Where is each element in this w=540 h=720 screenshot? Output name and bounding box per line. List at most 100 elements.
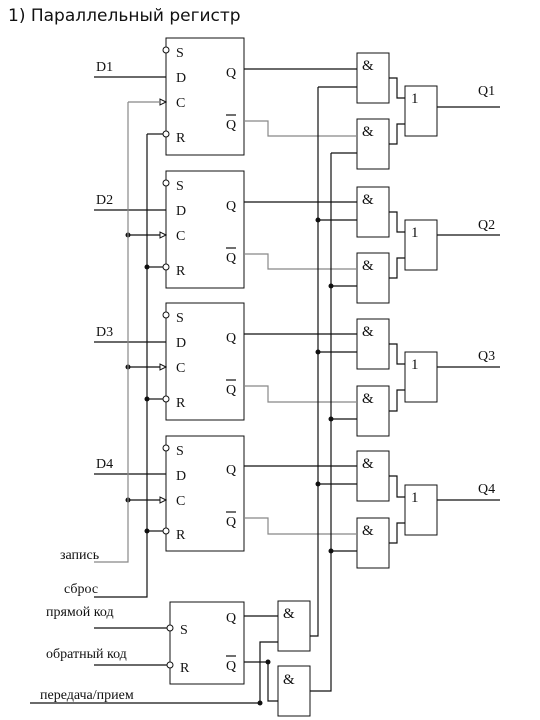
d-trigger-3 — [165, 302, 245, 421]
wire-and4a-to-or — [389, 475, 405, 498]
wire-nq4-to-and — [244, 517, 357, 535]
label-write: запись — [60, 548, 99, 563]
input-d1: D1 — [96, 60, 113, 75]
trigger-1-r-inversion — [162, 130, 170, 138]
trigger-2-c-pin: C — [176, 229, 185, 244]
trigger-4-d-pin: D — [176, 469, 186, 484]
trigger-4-c-pin: C — [176, 494, 185, 509]
and-gate-ctrl-1-symbol: & — [283, 606, 295, 622]
trigger-4-r-pin: R — [176, 528, 186, 543]
and-gate-1a-symbol: & — [362, 58, 374, 74]
trigger-3-nq-pin: Q — [226, 383, 236, 398]
trigger-3-q-pin: Q — [226, 331, 236, 346]
rs-trigger-nq-pin: Q — [226, 659, 236, 674]
and-gate-4b-symbol: & — [362, 523, 374, 539]
trigger-4-r-inversion — [162, 527, 170, 535]
and-gate-4a — [356, 450, 390, 502]
or-gate-1-symbol: 1 — [411, 91, 419, 107]
and-gate-3b — [356, 385, 390, 437]
stage-2: S D C R Q Q D2 & & 1 Q2 — [94, 170, 500, 304]
trigger-4-clock-wedge — [159, 496, 168, 504]
wire-nq-to-ctrl-and — [244, 661, 278, 702]
or-gate-1 — [404, 85, 438, 137]
and-gate-4a-symbol: & — [362, 456, 374, 472]
trigger-3-r-inversion — [162, 395, 170, 403]
wire-nq3-to-and — [244, 385, 357, 403]
wire-transfer-branch — [259, 641, 278, 703]
trigger-4-s-pin: S — [176, 444, 184, 459]
page-title: 1) Параллельный регистр — [8, 6, 241, 26]
output-q1: Q1 — [478, 84, 495, 99]
output-q3: Q3 — [478, 349, 495, 364]
wire-and4b-to-or — [389, 522, 405, 544]
input-d3: D3 — [96, 325, 113, 340]
trigger-4-s-inversion — [162, 444, 170, 452]
or-gate-3-symbol: 1 — [411, 357, 419, 373]
and-gate-3a — [356, 318, 390, 370]
and-gate-4b — [356, 517, 390, 569]
or-gate-3 — [404, 351, 438, 403]
wire-nq2-to-and — [244, 253, 357, 270]
junction-transfer — [257, 700, 263, 706]
control-stage: S R Q Q прямой код обратный код передача… — [30, 600, 311, 717]
trigger-1-nq-pin: Q — [226, 118, 236, 133]
input-d4: D4 — [96, 457, 113, 472]
trigger-2-s-inversion — [162, 179, 170, 187]
output-q4: Q4 — [478, 482, 495, 497]
input-d2: D2 — [96, 193, 113, 208]
stage-4: S D C R Q Q D4 & & 1 Q4 — [94, 435, 500, 569]
trigger-2-s-pin: S — [176, 179, 184, 194]
trigger-3-c-pin: C — [176, 361, 185, 376]
and-gate-ctrl-2-symbol: & — [283, 672, 295, 688]
rs-trigger-r-inversion — [166, 661, 174, 669]
trigger-2-nq-pin: Q — [226, 251, 236, 266]
wire-and2a-to-or — [389, 211, 405, 233]
trigger-1-s-pin: S — [176, 46, 184, 61]
rs-trigger-q-pin: Q — [226, 611, 236, 626]
d-trigger-2 — [165, 170, 245, 289]
d-trigger-1 — [165, 37, 245, 156]
bus-reset — [94, 134, 148, 598]
wire-and2b-to-or — [389, 257, 405, 279]
trigger-3-d-pin: D — [176, 336, 186, 351]
bus-direct-code — [310, 87, 319, 637]
and-gate-2a-symbol: & — [362, 192, 374, 208]
label-reset: сброс — [64, 582, 98, 597]
and-gate-1b-symbol: & — [362, 124, 374, 140]
trigger-1-c-pin: C — [176, 96, 185, 111]
stage-3: S D C R Q Q D3 & & 1 Q3 — [94, 302, 500, 437]
or-gate-4 — [404, 484, 438, 536]
wire-and3a-to-or — [389, 343, 405, 365]
trigger-3-clock-wedge — [159, 363, 168, 371]
trigger-2-q-pin: Q — [226, 199, 236, 214]
rs-trigger-r-pin: R — [180, 661, 190, 676]
trigger-1-clock-wedge — [159, 98, 168, 106]
and-gate-ctrl-1 — [277, 600, 311, 652]
wire-and3b-to-or — [389, 389, 405, 412]
wire-and1b-to-or — [389, 123, 405, 145]
trigger-1-d-pin: D — [176, 71, 186, 86]
output-q2: Q2 — [478, 218, 495, 233]
trigger-3-s-inversion — [162, 311, 170, 319]
wire-nq1-to-and — [244, 120, 357, 137]
wire-and1a-to-or — [389, 77, 405, 99]
trigger-1-r-pin: R — [176, 131, 186, 146]
trigger-2-r-pin: R — [176, 264, 186, 279]
trigger-4-q-pin: Q — [226, 463, 236, 478]
and-gate-2b — [356, 252, 390, 304]
label-direct-code: прямой код — [46, 605, 114, 620]
d-trigger-4 — [165, 435, 245, 552]
rs-trigger — [169, 601, 245, 685]
trigger-3-r-pin: R — [176, 396, 186, 411]
bus-transfer — [310, 153, 332, 692]
trigger-4-nq-pin: Q — [226, 515, 236, 530]
and-gate-1b — [356, 118, 390, 170]
and-gate-2b-symbol: & — [362, 258, 374, 274]
label-inverse-code: обратный код — [46, 647, 127, 662]
trigger-2-d-pin: D — [176, 204, 186, 219]
or-gate-2-symbol: 1 — [411, 225, 419, 241]
trigger-1-q-pin: Q — [226, 66, 236, 81]
trigger-2-r-inversion — [162, 263, 170, 271]
bus-write — [94, 102, 129, 563]
